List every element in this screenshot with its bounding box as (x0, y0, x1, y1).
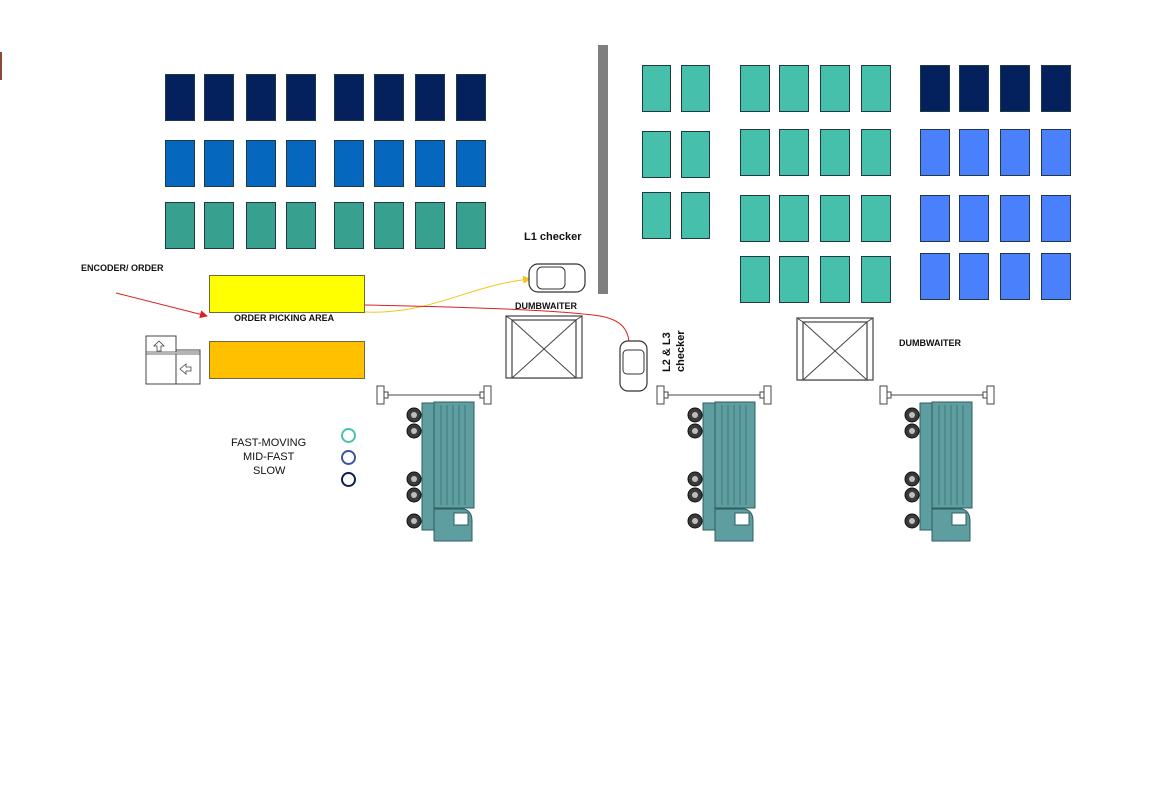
legend-label: FAST-MOVING (231, 437, 307, 449)
right-c-rack (920, 253, 950, 300)
right-b-rack (740, 129, 770, 176)
right-a-rack (642, 131, 671, 178)
encoder-order-label: ENCODER/ ORDER (81, 263, 164, 273)
right-c-rack (1041, 195, 1071, 242)
left-rack (165, 74, 195, 121)
right-c-rack (959, 195, 989, 242)
left-rack (286, 74, 316, 121)
right-b-rack (861, 195, 891, 242)
truck-1 (406, 401, 475, 542)
left-rack (204, 74, 234, 121)
order-picking-area-label: ORDER PICKING AREA (234, 313, 335, 323)
right-c-rack (959, 129, 989, 176)
dock-barrier-2 (656, 385, 772, 405)
l2-l3-checker-vehicle (619, 340, 648, 392)
legend-swatch (341, 428, 356, 443)
left-rack (165, 202, 195, 249)
dumbwaiter-left (505, 315, 583, 379)
right-c-rack (1041, 253, 1071, 300)
left-rack (374, 74, 404, 121)
l1-checker-label: L1 checker (524, 231, 582, 243)
left-rack (246, 140, 276, 187)
truck-2 (687, 401, 756, 542)
shelving-unit (145, 335, 201, 385)
right-c-rack (959, 65, 989, 112)
left-rack (415, 74, 445, 121)
right-b-rack (779, 256, 809, 303)
order-picking-zone (209, 275, 365, 313)
right-b-rack (820, 195, 850, 242)
right-b-rack (779, 129, 809, 176)
left-rack (456, 74, 486, 121)
right-b-rack (861, 65, 891, 112)
right-c-rack (920, 129, 950, 176)
right-a-rack (681, 192, 710, 239)
dumbwaiter-label-left: DUMBWAITER (515, 301, 577, 311)
left-rack (415, 202, 445, 249)
left-rack (246, 74, 276, 121)
right-b-rack (861, 256, 891, 303)
legend-label: SLOW (253, 465, 286, 477)
left-rack (456, 202, 486, 249)
right-b-rack (820, 65, 850, 112)
left-rack (204, 202, 234, 249)
right-b-rack (861, 129, 891, 176)
dock-barrier-3 (879, 385, 995, 405)
right-c-rack (1000, 253, 1030, 300)
right-b-rack (740, 65, 770, 112)
right-b-rack (820, 256, 850, 303)
right-c-rack (1041, 65, 1071, 112)
left-rack (246, 202, 276, 249)
right-b-rack (779, 195, 809, 242)
right-c-rack (1000, 129, 1030, 176)
right-b-rack (740, 195, 770, 242)
left-rack (286, 202, 316, 249)
left-rack (415, 140, 445, 187)
right-b-rack (820, 129, 850, 176)
right-c-rack (920, 65, 950, 112)
legend-swatch (341, 472, 356, 487)
right-a-rack (642, 65, 671, 112)
l1-flow-arrow (364, 275, 531, 313)
left-rack (334, 202, 364, 249)
divider-wall (598, 45, 608, 294)
right-b-rack (740, 256, 770, 303)
left-rack (204, 140, 234, 187)
dumbwaiter-right (796, 317, 874, 381)
left-rack (456, 140, 486, 187)
right-a-rack (642, 192, 671, 239)
left-rack (286, 140, 316, 187)
left-rack (374, 140, 404, 187)
truck-3 (904, 401, 973, 542)
right-c-rack (1041, 129, 1071, 176)
legend-label: MID-FAST (243, 451, 295, 463)
left-rack (374, 202, 404, 249)
staging-zone (209, 341, 365, 379)
left-rack (165, 140, 195, 187)
edge-marker (0, 52, 2, 80)
right-a-rack (681, 65, 710, 112)
right-b-rack (779, 65, 809, 112)
legend-swatch (341, 450, 356, 465)
right-a-rack (681, 131, 710, 178)
right-c-rack (1000, 65, 1030, 112)
dumbwaiter-label-right: DUMBWAITER (899, 338, 961, 348)
left-rack (334, 74, 364, 121)
l1-checker-vehicle (528, 263, 586, 293)
dock-barrier-1 (376, 385, 492, 405)
encoder-flow-arrow (115, 292, 208, 319)
l2-flow-arrow (364, 304, 630, 343)
right-c-rack (920, 195, 950, 242)
right-c-rack (959, 253, 989, 300)
left-rack (334, 140, 364, 187)
right-c-rack (1000, 195, 1030, 242)
